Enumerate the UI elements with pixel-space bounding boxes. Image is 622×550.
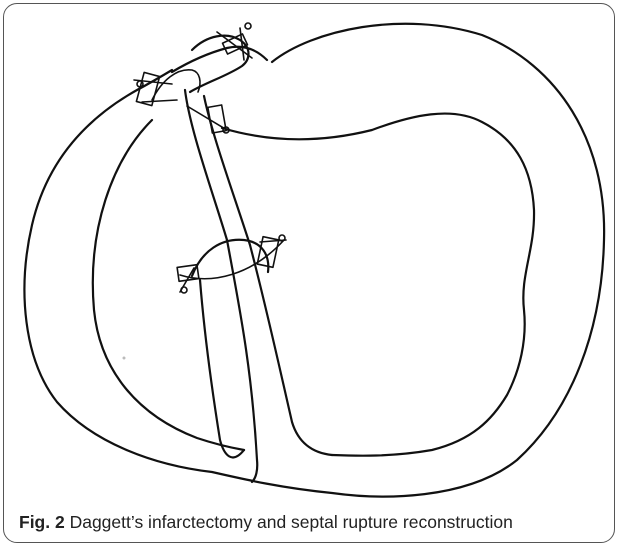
upper-tissue-fold bbox=[152, 70, 200, 100]
figure-label: Fig. 2 bbox=[19, 512, 65, 532]
figure-caption: Fig. 2 Daggett’s infarctectomy and septa… bbox=[19, 512, 513, 533]
septal-patch-body bbox=[200, 280, 244, 457]
outer-ventricular-wall bbox=[24, 24, 604, 497]
figure-caption-text: Daggett’s infarctectomy and septal ruptu… bbox=[70, 512, 513, 532]
upper-tissue-loop bbox=[190, 36, 249, 92]
septum-left-edge bbox=[185, 90, 257, 482]
septum-right-edge bbox=[204, 96, 332, 455]
left-ventricle-cavity bbox=[222, 114, 534, 456]
upper-suture-strand bbox=[172, 47, 267, 72]
scan-speck bbox=[123, 357, 126, 360]
figure-frame: Fig. 2 Daggett’s infarctectomy and septa… bbox=[3, 3, 615, 543]
top-pledget-sutures bbox=[217, 23, 252, 60]
right-ventricle-inner-wall bbox=[93, 120, 244, 450]
heart-cross-section-drawing bbox=[12, 10, 612, 510]
